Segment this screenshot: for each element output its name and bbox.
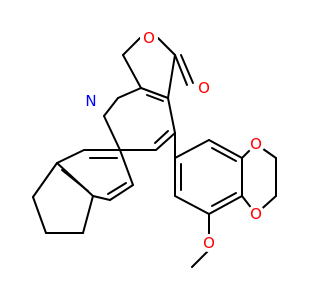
nitrogen-atom-label: N [85,92,96,110]
lactone-ring [122,37,194,99]
cyclopentane-ring [32,162,94,234]
dioxole-oxygen-upper-atom-label: O [250,135,262,153]
chemical-structure: N O O O O O [32,29,277,268]
benzene-ring-left [56,149,134,201]
methoxy-group [191,213,210,268]
carbonyl-oxygen-atom-label: O [198,79,210,97]
dioxole-oxygen-lower-atom-label: O [250,205,262,223]
pyridine-ring [103,87,176,151]
benzodioxole-ring [174,132,243,215]
methoxy-oxygen-atom-label: O [203,234,215,252]
ring-oxygen-atom-label: O [143,29,155,47]
atom-labels: N O O O O O [82,29,265,252]
methylenedioxy-bridge [241,143,277,215]
